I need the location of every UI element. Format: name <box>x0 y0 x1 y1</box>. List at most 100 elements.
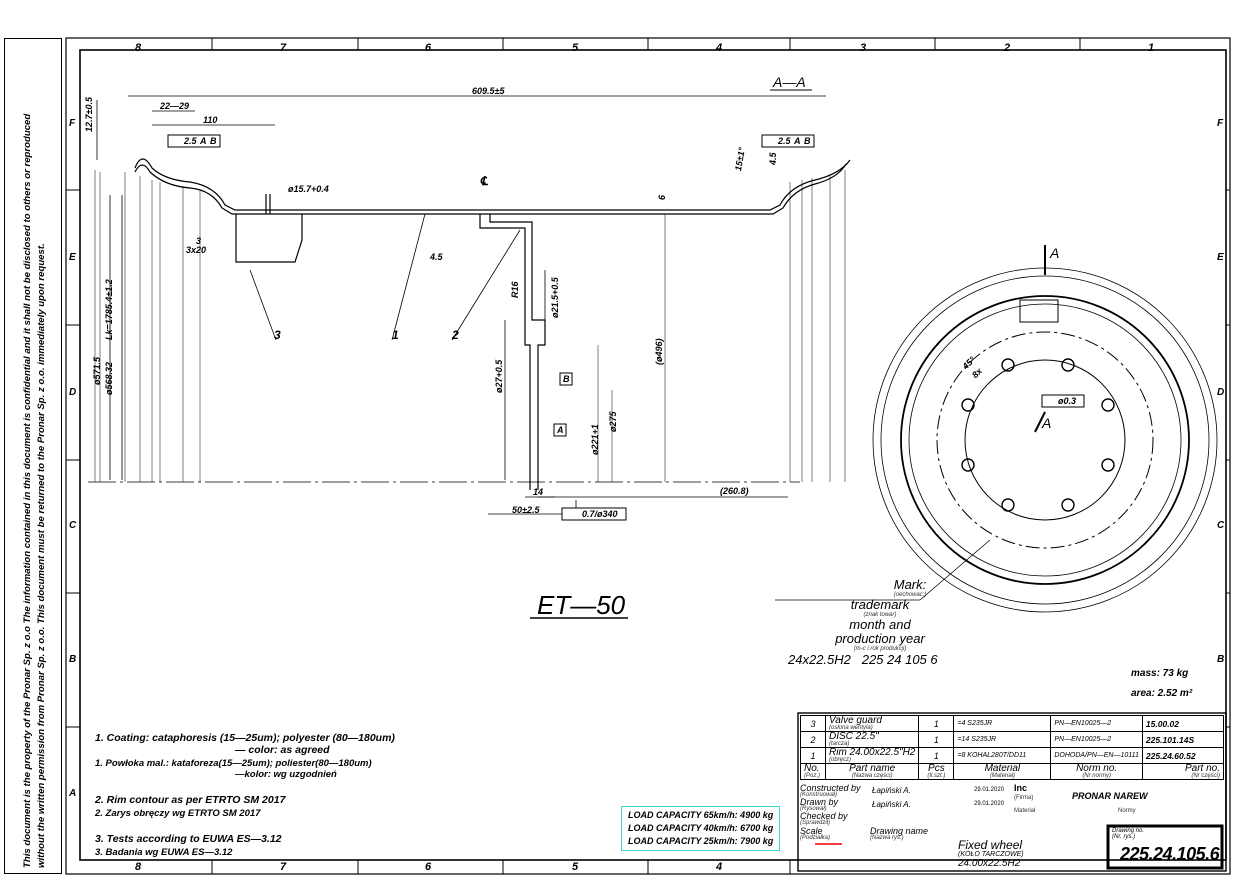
note-1-pl-color: —kolor: wg uzgodnień <box>235 769 337 780</box>
tb-checked-pl: (Sprawdził) <box>800 820 831 826</box>
col-label: 2 <box>1004 42 1011 54</box>
datum-b-right: B <box>804 136 811 146</box>
bom-name-text: Rim 24.00x22.5"H2 <box>829 747 916 758</box>
row-label: B <box>69 654 77 665</box>
bom-header-norm-pl: (Nr normy) <box>1082 773 1111 779</box>
dim-27: ø27+0.5 <box>494 359 504 393</box>
bom-no: 1 <box>800 747 826 764</box>
bom-header-no: No.(Poz.) <box>800 763 826 780</box>
tb-title: Fixed wheel <box>958 838 1023 852</box>
note-1: 1. Coating: cataphoresis (15—25um); poly… <box>95 732 395 744</box>
bill-of-materials: 3 Valve guard(osłona wentyla) 1 =4 S235J… <box>800 715 1225 780</box>
datum-a-right: A <box>794 136 801 146</box>
bom-header-name: Part name(Nazwa części) <box>824 763 920 780</box>
mark-year-pl: (m-c i rok produkcji) <box>853 646 907 652</box>
bom-header: No.(Poz.) Part name(Nazwa części) Pcs(Il… <box>800 763 1225 780</box>
load-capacity-25: LOAD CAPACITY 25km/h: 7900 kg <box>628 836 774 846</box>
section-cut-a-top: A <box>1050 245 1060 261</box>
inner-frame <box>79 49 1227 861</box>
bom-header-material-pl: (Materiał) <box>989 773 1016 779</box>
datum-a-box: A <box>557 425 564 435</box>
dim-14: 14 <box>533 487 544 497</box>
chamfer-n: 3 <box>196 236 202 246</box>
centerline-mark: ℄ <box>480 174 488 188</box>
bom-header-no-pl: (Poz.) <box>804 773 821 779</box>
dim-260-8: (260.8) <box>720 486 749 496</box>
dim-r16: R16 <box>510 281 520 298</box>
tb-drawing-no: 225.24.105.6 <box>1120 844 1220 864</box>
tb-constructed-label: Constructed by <box>800 783 861 793</box>
bom-pcs: 1 <box>918 731 955 748</box>
row-label-right: C <box>1217 520 1225 531</box>
col-label-bottom: 6 <box>425 861 432 873</box>
col-label-bottom: 7 <box>280 861 287 873</box>
row-label-right: B <box>1217 654 1225 665</box>
col-label: 5 <box>572 42 579 54</box>
bom-material: =4 S235JR <box>953 715 1052 732</box>
bom-header-norm-text: Norm no. <box>1076 763 1118 774</box>
note-3: 3. Tests according to EUWA ES—3.12 <box>95 833 282 845</box>
bom-row: 3 Valve guard(osłona wentyla) 1 =4 S235J… <box>800 715 1225 732</box>
tb-drawn: Drawn by(Rysował) <box>800 798 838 813</box>
chamfer: 3x20 <box>186 245 207 255</box>
row-label-right: F <box>1217 118 1224 129</box>
bom-header-pcs: Pcs(Il.szt.) <box>918 763 955 780</box>
bom-name: Rim 24.00x22.5"H2(obręcz) <box>824 747 920 764</box>
bom-header-part-text: Part no. <box>1184 763 1220 774</box>
mark-year: production year <box>835 631 925 646</box>
bom-header-norm: Norm no.(Nr normy) <box>1050 763 1143 780</box>
datum-a-left: A <box>200 136 207 146</box>
dim-496: (ø496) <box>654 338 664 365</box>
tb-firma: (Firma) <box>1014 795 1034 801</box>
col-label: 4 <box>716 42 723 54</box>
tb-drawn-pl: (Rysował) <box>800 806 827 812</box>
bom-name-pl: (tarcza) <box>829 741 850 747</box>
tb-scale-label: Scale <box>800 826 823 836</box>
col-label: 6 <box>425 42 432 54</box>
col-label: 7 <box>280 42 287 54</box>
load-capacity-40: LOAD CAPACITY 40km/h: 6700 kg <box>628 823 774 833</box>
bom-header-material: Material(Materiał) <box>953 763 1052 780</box>
bom-row: 1 Rim 24.00x22.5"H2(obręcz) 1 =8 KOHAL28… <box>800 747 1225 764</box>
col-label-bottom: 8 <box>135 861 142 873</box>
row-label: A <box>69 788 77 799</box>
tb-drawing-name-pl: (Nazwa rys.) <box>870 835 904 841</box>
bom-norm: PN—EN10025—2 <box>1050 715 1143 732</box>
load-capacity-65: LOAD CAPACITY 65km/h: 4900 kg <box>628 810 774 820</box>
dim-275: ø275 <box>608 411 618 432</box>
bom-header-name-pl: (Nazwa części) <box>851 773 893 779</box>
position-tolerance: ø0.3 <box>1058 396 1077 406</box>
dim-6: 6 <box>657 194 667 200</box>
datum-b-left: B <box>210 136 217 146</box>
tb-drafter: Łapiński A. <box>872 800 911 809</box>
disclaimer-strip <box>4 38 62 874</box>
col-label-bottom: 4 <box>716 861 723 873</box>
tb-drawing-name-label: Drawing name <box>870 826 929 836</box>
item-2: 2 <box>452 328 459 342</box>
dim-50: 50±2.5 <box>512 505 540 515</box>
area: area: 2.52 m² <box>1131 688 1193 699</box>
bom-name-pl: (osłona wentyla) <box>829 725 873 731</box>
dim-12-7: 12.7±0.5 <box>84 97 94 132</box>
bom-header-name-text: Part name <box>849 763 896 774</box>
wheel-front-view <box>775 245 1218 613</box>
tb-drawing-no-label: Drawing no. (Nr. rys.) <box>1112 828 1144 840</box>
tb-constructed: Constructed by(Konstruował) <box>800 783 861 799</box>
dim-lk: Lk=1785.4±1.2 <box>104 279 114 340</box>
tb-checked-label: Checked by <box>800 811 848 821</box>
bom-name-pl: (obręcz) <box>829 757 852 763</box>
tb-scale-pl: (Podziałka) <box>800 835 831 841</box>
note-1-pl: 1. Powłoka mal.: kataforeza(15—25um); po… <box>95 758 372 769</box>
mass: mass: 73 kg <box>1131 668 1189 679</box>
bom-row: 2 DISC 22.5"(tarcza) 1 =14 S235JR PN—EN1… <box>800 731 1225 748</box>
tb-date1: 29.01.2020 <box>974 787 1005 793</box>
bom-no: 3 <box>800 715 826 732</box>
tb-material: Materiał <box>1014 808 1036 814</box>
mark-title-pl: (oechowac:) <box>893 592 927 598</box>
bom-part: 15.00.02 <box>1141 715 1225 732</box>
bom-pcs: 1 <box>918 747 955 764</box>
bom-name: DISC 22.5"(tarcza) <box>824 731 920 748</box>
mark-month: month and <box>849 617 911 632</box>
dim-21-5: ø21.5+0.5 <box>550 277 560 318</box>
